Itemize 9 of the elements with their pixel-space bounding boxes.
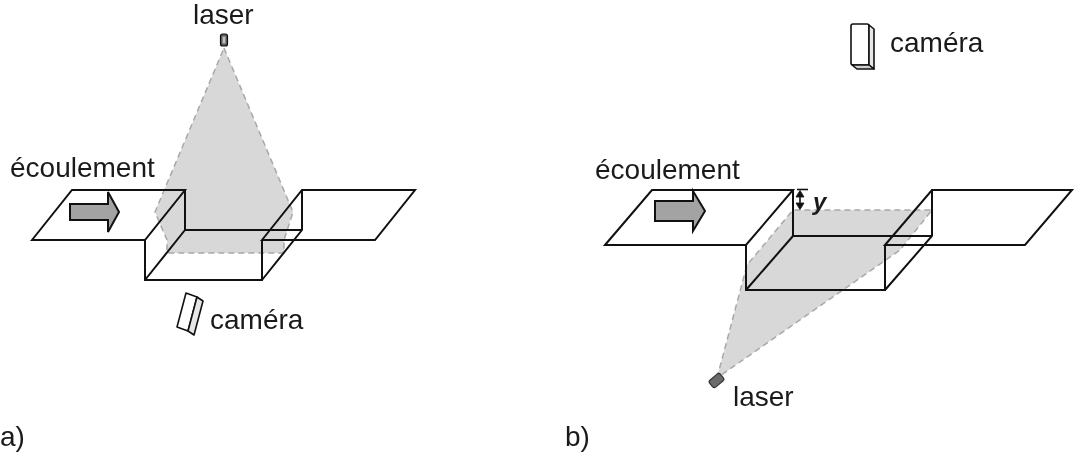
flow-label: écoulement [595,156,740,184]
panel-label: b) [565,423,590,451]
camera-label: caméra [890,29,984,57]
dimension-label: y [813,190,827,214]
flow-label: écoulement [10,154,155,182]
camera-label: caméra [210,306,304,334]
panel-label: a) [0,423,25,451]
laser-label: laser [733,383,794,411]
laser-label: laser [193,1,254,29]
